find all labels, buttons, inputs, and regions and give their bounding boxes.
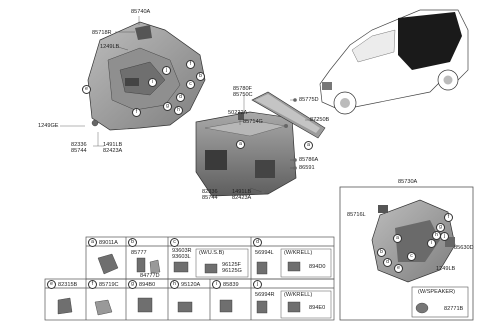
cell-variant: (W/KRELL) [284, 250, 313, 256]
right-quarter-trim-panel [371, 199, 456, 283]
part-label: 85630D [454, 245, 474, 251]
cell-part: 82315B [58, 281, 78, 288]
speaker-part [415, 302, 429, 314]
part-label: 86591 [299, 165, 315, 171]
callout-marker: a [393, 234, 402, 243]
part-label: 85750C [233, 92, 253, 98]
cell-part: 93603L [172, 254, 191, 260]
left-leader-lines [60, 16, 140, 147]
callout-marker: c [186, 80, 195, 89]
table-part-icons [57, 253, 301, 316]
cell-letter: b [128, 238, 137, 247]
cell-part: 84777D [140, 273, 160, 279]
callout-marker: a [236, 140, 245, 149]
part-label: 85786A [299, 157, 319, 163]
callout-marker: e [82, 85, 91, 94]
part-label: 85744 [202, 195, 218, 201]
callout-marker: i [148, 78, 157, 87]
part-label: 85740A [131, 9, 151, 15]
speaker-box [411, 286, 469, 318]
part-label: 82336 [202, 189, 218, 195]
table-cell-header: d [253, 238, 264, 247]
speaker-box-title: (W/SPEAKER) [418, 289, 455, 295]
callout-marker: g [163, 102, 172, 111]
cell-letter: g [128, 280, 137, 289]
cell-part: 93603R [172, 248, 192, 254]
vehicle-silhouette [319, 9, 469, 115]
callout-marker: h [174, 106, 183, 115]
callout-marker: b [196, 72, 205, 81]
part-label: 82423A [103, 148, 123, 154]
cell-letter: e [47, 280, 56, 289]
part-label: 85780F [233, 86, 252, 92]
cell-letter: h [170, 280, 179, 289]
part-label: 85775D [299, 97, 319, 103]
callout-marker: e [394, 264, 403, 273]
part-label: 85744 [71, 148, 87, 154]
parts-table-grid [44, 236, 335, 321]
table-cell-header: b [128, 238, 139, 247]
callout-marker: f [444, 213, 453, 222]
table-cell-header: c [170, 238, 181, 247]
part-label: 1491LB [103, 142, 123, 148]
table-cell-header: j [253, 280, 264, 289]
cell-part: 85777 [131, 250, 147, 256]
callout-marker: f [132, 108, 141, 117]
callout-marker: a [304, 141, 313, 150]
cell-part: 894D0 [309, 264, 326, 270]
part-label: 1491LB [232, 189, 252, 195]
callout-marker: c [407, 252, 416, 261]
cell-letter: j [253, 280, 262, 289]
cell-variant: (W/KRELL) [284, 292, 313, 298]
part-label: 85716L [347, 212, 366, 218]
cell-part: 85839 [223, 281, 239, 288]
part-label: 82423A [232, 195, 252, 201]
callout-marker: b [377, 248, 386, 257]
cell-part: 96125F [222, 262, 241, 268]
callout-marker: j [440, 232, 449, 241]
cell-part: 95120A [181, 281, 201, 288]
center-luggage-board [195, 111, 297, 197]
cell-part: 56994L [255, 250, 274, 256]
cell-letter: i [212, 280, 221, 289]
cell-part: 56994R [255, 292, 275, 298]
callout-marker: d [176, 93, 185, 102]
right-assembly-box [339, 186, 474, 321]
callout-marker: g [436, 223, 445, 232]
callout-marker: d [383, 258, 392, 267]
part-label: 1249LB [436, 266, 456, 272]
cell-part: 96125G [222, 268, 242, 274]
part-label: 85714G [243, 119, 263, 125]
part-label: 85718R [92, 30, 112, 36]
cell-part: 85719C [99, 281, 119, 288]
cell-letter: d [253, 238, 262, 247]
cell-part: 894B0 [139, 281, 156, 288]
cell-letter: c [170, 238, 179, 247]
part-label: 1249LB [100, 44, 120, 50]
part-label: 87250B [310, 117, 330, 123]
cell-variant: (W/U.S.B) [199, 250, 225, 256]
cell-letter: f [88, 280, 97, 289]
rear-transverse-trim [251, 91, 326, 139]
callout-marker: i [427, 239, 436, 248]
part-label: 82771B [444, 306, 464, 312]
cell-part: 894E0 [309, 305, 326, 311]
part-label: 50222A [228, 110, 248, 116]
callout-marker: f [186, 60, 195, 69]
callout-marker: j [162, 66, 171, 75]
cell-part: 89011A [99, 239, 118, 246]
cell-letter: a [88, 238, 97, 247]
part-label: 1249GE [38, 123, 59, 129]
left-quarter-trim-panel [87, 21, 206, 131]
part-label: 85730A [398, 179, 418, 185]
part-label: 82336 [71, 142, 87, 148]
